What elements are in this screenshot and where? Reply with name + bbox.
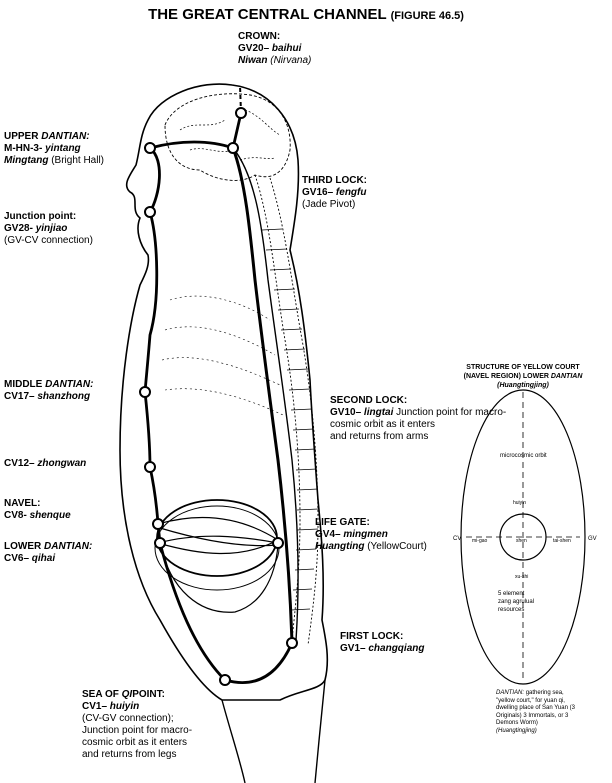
title-main: THE GREAT CENTRAL CHANNEL <box>148 6 387 23</box>
label-crown: CROWN: GV20– baihui Niwan (Nirvana) <box>238 31 312 66</box>
vertebrae <box>261 228 319 611</box>
rib-sketch <box>161 295 284 416</box>
point-gv4 <box>272 537 284 549</box>
point-cv17 <box>139 386 151 398</box>
yellow-court-center-circle <box>499 513 547 561</box>
point-gv1 <box>286 637 298 649</box>
conception-vessel-line <box>143 146 294 684</box>
belt-channel-lines <box>157 516 279 555</box>
yc-ren: huiyin <box>513 500 527 506</box>
body-outline <box>119 83 329 701</box>
point-gv20 <box>235 107 247 119</box>
point-gv28 <box>144 206 156 218</box>
page-title: THE GREAT CENTRAL CHANNEL (FIGURE 46.5) <box>0 6 612 23</box>
yellow-court-ellipse <box>460 389 586 685</box>
spine-outline <box>254 174 301 641</box>
head-channel <box>149 112 243 150</box>
label-third-lock: THIRD LOCK: GV16– fengfu (Jade Pivot) <box>302 175 367 210</box>
label-middle-dantian: MIDDLE DANTIAN: CV17– shanzhong <box>4 379 94 402</box>
yellow-court-diagram <box>460 389 586 685</box>
yc-microcosmic: microcosmic orbit <box>500 453 547 459</box>
point-cv8 <box>152 518 164 530</box>
label-second-lock: SECOND LOCK: GV10– lingtai Junction poin… <box>330 395 507 442</box>
yellow-court-title: STRUCTURE OF YELLOW COURT (NAVEL REGION)… <box>463 364 583 389</box>
governing-vessel-line <box>231 147 294 644</box>
yc-center: shen <box>516 538 527 544</box>
point-cv1 <box>219 674 231 686</box>
label-upper-dantian: UPPER DANTIAN: M-HN-3- yintang Mingtang … <box>4 131 105 166</box>
label-sea-of-qi: SEA OF QIPOINT: CV1– huiyin (CV-GV conne… <box>82 689 193 760</box>
spine-outline-outer <box>269 177 319 646</box>
yc-left-inner: mi-gao <box>472 538 488 544</box>
label-cv12: CV12– zhongwan <box>4 458 87 469</box>
yc-elements: 5 element zang agrulual resources <box>498 591 535 613</box>
yc-below: xu-shi <box>515 574 529 580</box>
point-gv16 <box>227 142 239 154</box>
point-cv12 <box>144 461 156 473</box>
label-junction: Junction point: GV28- yinjiao (GV-CV con… <box>4 211 93 246</box>
yc-cv-left: CV <box>453 536 462 542</box>
label-first-lock: FIRST LOCK: GV1– changqiang <box>340 631 425 654</box>
governing-vessel-line-outer <box>232 147 299 641</box>
lower-body-outline <box>221 679 326 783</box>
brain-outline <box>164 93 291 181</box>
lower-dantian-ring <box>156 499 278 577</box>
crown-dashed <box>239 84 242 114</box>
acupoints <box>139 107 298 686</box>
yc-gv-right: GV <box>588 536 597 542</box>
title-figure: (FIGURE 46.5) <box>390 10 464 22</box>
yc-note: DANTIAN: gathering sea, "yellow court," … <box>496 690 575 734</box>
point-cv6 <box>154 537 166 549</box>
yc-right-inner: tai-shen <box>553 538 571 544</box>
label-life-gate: LIFE GATE: GV4– mingmen Huangting (Yello… <box>315 517 427 552</box>
lower-arc <box>159 542 279 613</box>
label-navel: NAVEL: CV8- shenque <box>4 498 71 521</box>
point-yintang <box>144 142 156 154</box>
label-lower-dantian: LOWER DANTIAN: CV6– qihai <box>4 541 93 564</box>
